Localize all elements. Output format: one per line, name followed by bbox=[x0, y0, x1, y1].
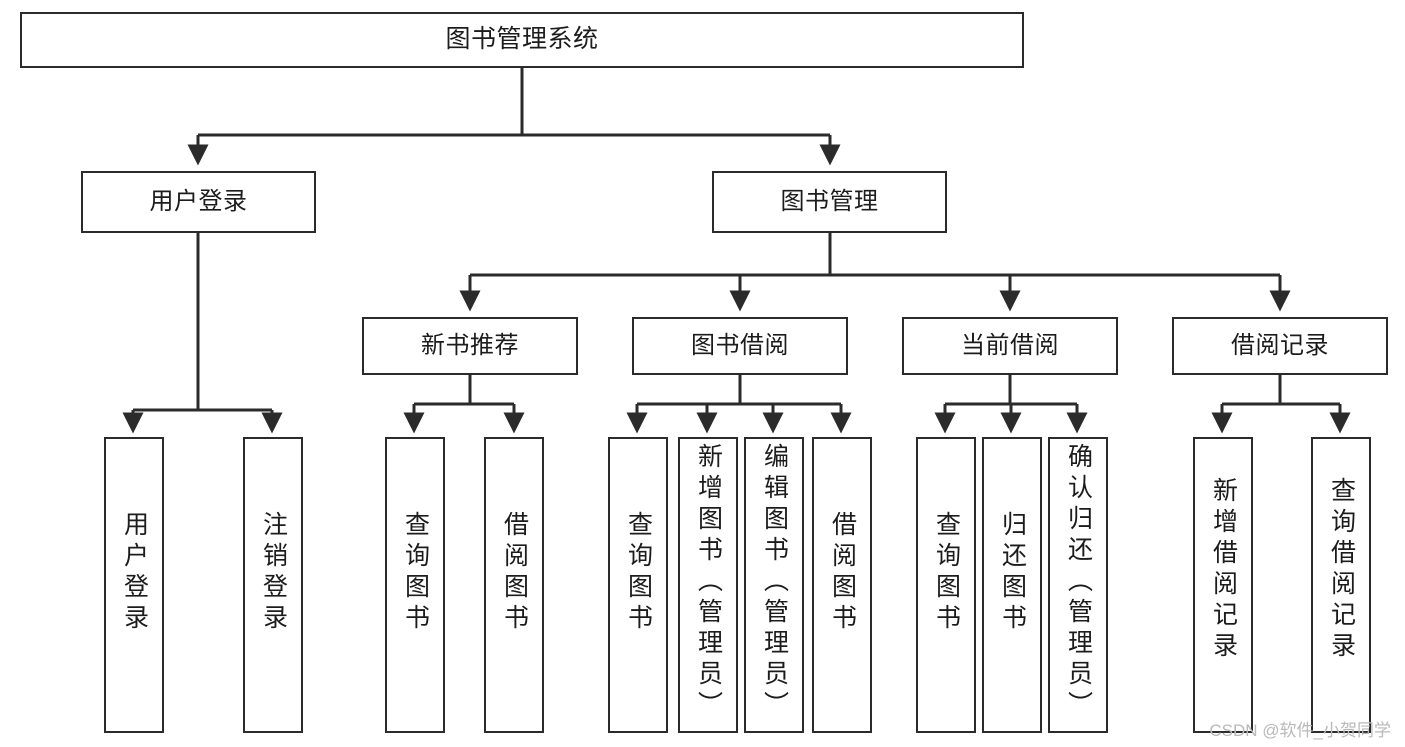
node-leaf-query-record-label: 查询借阅记录 bbox=[1327, 477, 1356, 663]
node-leaf-add-book[interactable]: 新增图书（管理员） bbox=[678, 437, 738, 733]
node-leaf-return-book[interactable]: 归还图书 bbox=[982, 437, 1042, 733]
node-leaf-query-book-3-label: 查询图书 bbox=[932, 511, 961, 635]
node-leaf-return-book-label: 归还图书 bbox=[998, 511, 1027, 635]
node-user-login-label: 用户登录 bbox=[149, 187, 248, 215]
node-leaf-user-login-label: 用户登录 bbox=[120, 511, 149, 635]
node-leaf-user-login[interactable]: 用户登录 bbox=[104, 437, 164, 733]
node-book-borrow[interactable]: 图书借阅 bbox=[632, 317, 848, 375]
node-leaf-query-record[interactable]: 查询借阅记录 bbox=[1311, 437, 1371, 733]
node-new-book-recommend-label: 新书推荐 bbox=[421, 331, 519, 359]
node-leaf-confirm-return[interactable]: 确认归还（管理员） bbox=[1048, 437, 1108, 733]
node-leaf-confirm-return-label: 确认归还（管理员） bbox=[1064, 443, 1093, 722]
node-leaf-query-book-2-label: 查询图书 bbox=[624, 511, 653, 635]
node-leaf-logout[interactable]: 注销登录 bbox=[243, 437, 303, 733]
node-leaf-borrow-book-2-label: 借阅图书 bbox=[828, 511, 857, 635]
node-book-manage-label: 图书管理 bbox=[780, 187, 879, 215]
node-leaf-query-book-2[interactable]: 查询图书 bbox=[608, 437, 668, 733]
node-borrow-record-label: 借阅记录 bbox=[1231, 331, 1329, 359]
node-leaf-borrow-book-1-label: 借阅图书 bbox=[500, 511, 529, 635]
node-leaf-borrow-book-1[interactable]: 借阅图书 bbox=[484, 437, 544, 733]
node-book-borrow-label: 图书借阅 bbox=[691, 331, 789, 359]
node-leaf-logout-label: 注销登录 bbox=[259, 511, 288, 635]
node-root[interactable]: 图书管理系统 bbox=[20, 12, 1024, 68]
node-leaf-borrow-book-2[interactable]: 借阅图书 bbox=[812, 437, 872, 733]
node-leaf-query-book-1-label: 查询图书 bbox=[401, 511, 430, 635]
csdn-watermark: CSDN @软件_小贺同学 bbox=[1209, 721, 1391, 740]
node-leaf-query-book-3[interactable]: 查询图书 bbox=[916, 437, 976, 733]
node-leaf-query-book-1[interactable]: 查询图书 bbox=[385, 437, 445, 733]
node-leaf-edit-book[interactable]: 编辑图书（管理员） bbox=[744, 437, 804, 733]
node-borrow-record[interactable]: 借阅记录 bbox=[1172, 317, 1388, 375]
node-current-borrow[interactable]: 当前借阅 bbox=[902, 317, 1118, 375]
node-leaf-add-record-label: 新增借阅记录 bbox=[1209, 477, 1238, 663]
node-new-book-recommend[interactable]: 新书推荐 bbox=[362, 317, 578, 375]
node-book-manage[interactable]: 图书管理 bbox=[712, 171, 947, 233]
node-leaf-add-book-label: 新增图书（管理员） bbox=[694, 443, 723, 722]
node-user-login[interactable]: 用户登录 bbox=[81, 171, 316, 233]
node-leaf-edit-book-label: 编辑图书（管理员） bbox=[760, 443, 789, 722]
node-current-borrow-label: 当前借阅 bbox=[961, 331, 1059, 359]
node-leaf-add-record[interactable]: 新增借阅记录 bbox=[1193, 437, 1253, 733]
node-root-label: 图书管理系统 bbox=[445, 25, 599, 54]
